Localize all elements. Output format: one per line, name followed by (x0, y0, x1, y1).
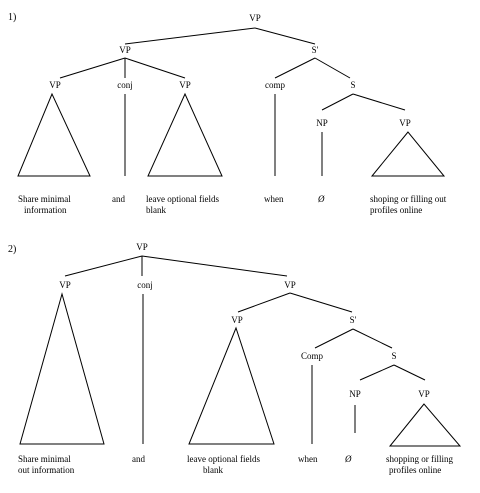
tree-2-root-vp: VP (136, 242, 148, 252)
tree-2-vp-inner: VP (231, 315, 243, 325)
tree-1-triangle-vp-b (147, 92, 223, 177)
tree-2-leaf-conj: and (132, 454, 145, 464)
edge-sbar-s (314, 57, 351, 79)
edge-s-vp (393, 364, 426, 381)
edge-sbar-s (352, 328, 393, 349)
edge-vp-sbar (289, 292, 353, 313)
edge-root-vp1 (64, 255, 143, 277)
tree-2-vp-a: VP (59, 280, 71, 290)
edge-root-sbar (254, 27, 316, 45)
tree-1-comp: comp (265, 80, 285, 90)
tree-1-leaf-vp-c-line2: profiles online (370, 205, 422, 215)
tree-1-root-vp: VP (249, 13, 261, 23)
tree-2-conj: conj (137, 280, 153, 290)
tree-1-leaf-np: Ø (317, 194, 325, 204)
tree-1-leaf-vp-c-line1: shoping or filling out (370, 194, 447, 204)
tree-1-leaf-vp-b-line1: leave optional fields (146, 194, 219, 204)
tree-1-vp-c: VP (399, 118, 411, 128)
tree-1-vp-a: VP (49, 80, 61, 90)
tree-2-triangle-vp-a (19, 292, 105, 445)
tree-2-leaf-vp-c-line1: shopping or filling (386, 454, 453, 464)
tree-2-leaf-vp-a-line2: out information (18, 465, 75, 475)
tree-1-number: 1) (8, 12, 16, 23)
edge-s-np (321, 93, 354, 111)
tree-2-leaf-np: Ø (344, 454, 352, 464)
tree-2-number: 2) (8, 244, 16, 255)
edge-root-vp1 (124, 27, 256, 45)
tree-1-vp-left: VP (119, 45, 131, 55)
tree-1-s: S (350, 80, 355, 90)
tree-1-leaf-conj: and (112, 194, 125, 204)
edge-vp-vp2 (124, 57, 186, 79)
edge-vp-vp (59, 57, 126, 79)
tree-1: 1) VP VP S' VP conj VP comp S NP VP Sh (8, 12, 447, 215)
edge-s-np (359, 364, 395, 381)
tree-2-leaf-comp: when (298, 454, 318, 464)
tree-1-np: NP (316, 118, 328, 128)
tree-1-sbar: S' (312, 45, 319, 55)
tree-2-leaf-vp-a-line1: Share minimal (18, 454, 71, 464)
tree-1-triangle-vp-c (370, 131, 446, 177)
edge-s-vp (352, 93, 406, 111)
tree-1-leaf-vp-a-line1: Share minimal (18, 194, 71, 204)
tree-1-vp-b: VP (179, 80, 191, 90)
tree-2-vp-c: VP (418, 389, 430, 399)
edge-vp-vp (237, 292, 291, 313)
tree-2-comp: Comp (301, 351, 324, 361)
edge-sbar-comp (314, 328, 354, 349)
tree-1-conj: conj (117, 80, 133, 90)
tree-2: 2) VP VP conj VP VP S' Comp S NP VP Shar… (8, 242, 462, 475)
tree-2-leaf-vp-inner-line2: blank (203, 465, 223, 475)
tree-2-vp-b: VP (284, 280, 296, 290)
edge-sbar-comp (274, 57, 316, 79)
tree-2-triangle-vp-c (388, 403, 462, 447)
edge-root-vp2 (141, 255, 288, 277)
tree-1-leaf-vp-a-line2: information (24, 205, 67, 215)
tree-2-np: NP (349, 389, 361, 399)
tree-2-sbar: S' (350, 315, 357, 325)
tree-2-triangle-vp-inner (188, 326, 275, 445)
tree-2-s: S (391, 351, 396, 361)
tree-1-leaf-vp-b-line2: blank (146, 205, 166, 215)
tree-2-leaf-vp-c-line2: profiles online (389, 465, 441, 475)
tree-1-leaf-comp: when (264, 194, 284, 204)
tree-1-triangle-vp-a (17, 92, 91, 177)
tree-2-leaf-vp-inner-line1: leave optional fields (187, 454, 260, 464)
